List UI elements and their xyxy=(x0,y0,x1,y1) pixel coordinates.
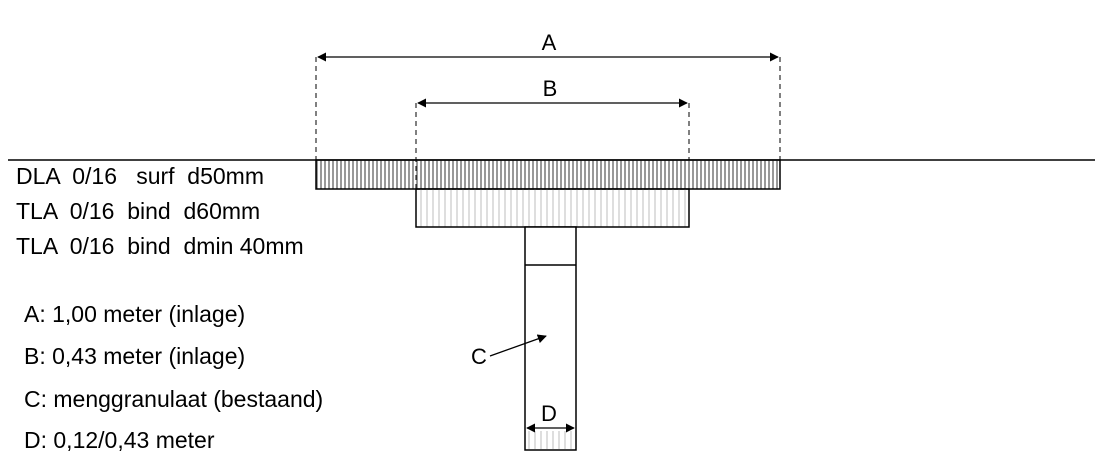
layer-label-surface: DLA 0/16 surf d50mm xyxy=(16,163,265,189)
legend-item-a: A: 1,00 meter (inlage) xyxy=(24,301,246,327)
surface-layer-fill xyxy=(316,160,780,189)
trench-bottom-fill xyxy=(526,431,575,449)
layer-label-bind: TLA 0/16 bind d60mm xyxy=(16,198,261,224)
bind-layer-fill xyxy=(416,189,689,227)
dimension-d-label: D xyxy=(541,401,557,426)
legend-item-b: B: 0,43 meter (inlage) xyxy=(24,343,246,369)
label-c: C xyxy=(471,334,547,369)
legend-item-d: D: 0,12/0,43 meter xyxy=(24,427,215,453)
dimension-b-label: B xyxy=(543,76,558,101)
layer-label-base: TLA 0/16 bind dmin 40mm xyxy=(16,233,304,259)
trench-column xyxy=(524,226,577,451)
dimension-d: D xyxy=(526,401,575,433)
label-c-text: C xyxy=(471,344,487,369)
dimension-a: A xyxy=(315,30,781,160)
dimension-a-label: A xyxy=(542,30,557,55)
legend-item-c: C: menggranulaat (bestaand) xyxy=(24,386,324,412)
